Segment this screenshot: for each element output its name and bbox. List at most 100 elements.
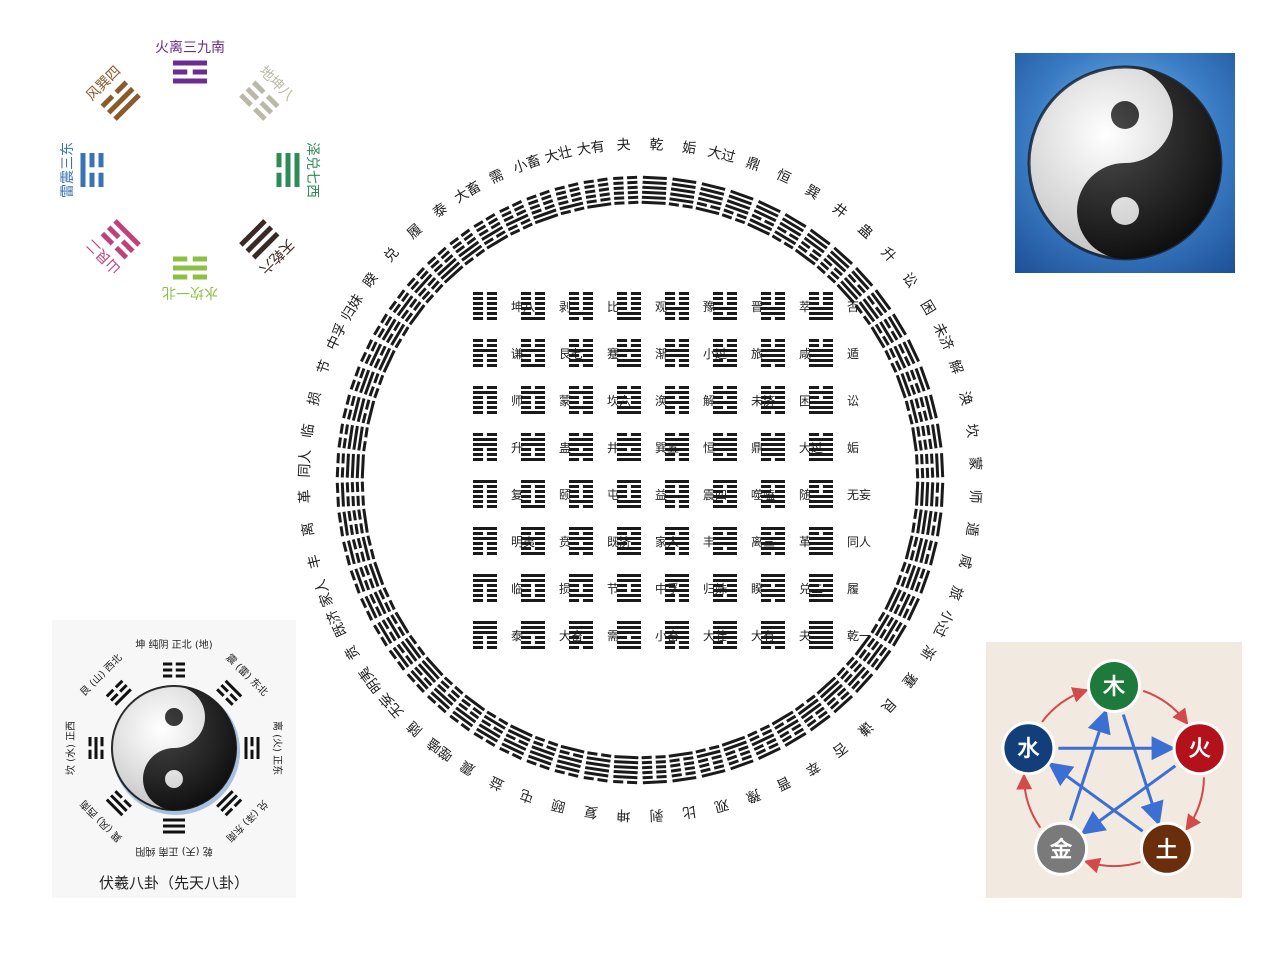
ring-hexagram-yin-line bbox=[849, 659, 859, 670]
grid-hexagram-yang-line bbox=[521, 579, 545, 582]
fuxi-bagua-panel: 乾 (天) 正南 纯阳巽 (风) 西南坎 (水) 正西艮 (山) 西北坤 纯阴 … bbox=[52, 620, 296, 898]
ring-hexagram-yang-line bbox=[394, 611, 410, 634]
grid-hexagram-yang-line bbox=[665, 307, 689, 310]
ring-hexagram-yang-line bbox=[377, 621, 393, 645]
ring-hexagram-yin-line bbox=[463, 232, 474, 242]
grid-hexagram bbox=[521, 292, 545, 320]
grid-hexagram-yang-line bbox=[761, 626, 785, 629]
ring-hexagram-label: 大过 bbox=[706, 144, 737, 166]
ring-hexagram-yin-line bbox=[685, 771, 696, 776]
ring-hexagram-yin-line bbox=[546, 745, 557, 752]
fuxi-trigram bbox=[105, 679, 132, 706]
grid-hexagram-yin-line bbox=[726, 339, 737, 342]
ring-hexagram-yang-line bbox=[347, 424, 354, 450]
ring-hexagram-label: 复 bbox=[583, 802, 599, 821]
ring-hexagram bbox=[349, 366, 385, 399]
grid-hexagram-yin-line bbox=[473, 364, 484, 367]
ring-hexagram-yang-line bbox=[699, 191, 724, 201]
grid-hexagram-yin-line bbox=[582, 297, 593, 300]
grid-hexagram bbox=[521, 574, 545, 602]
ring-hexagram-yang-line bbox=[833, 694, 854, 714]
ring-hexagram-yin-line bbox=[927, 540, 933, 551]
ring-hexagram-yin-line bbox=[516, 209, 527, 217]
ring-hexagram-yang-line bbox=[816, 676, 837, 695]
ring-hexagram-yin-line bbox=[808, 253, 819, 262]
ring-hexagram-yin-line bbox=[921, 425, 926, 437]
element-node bbox=[1142, 824, 1191, 873]
ring-hexagram-yin-line bbox=[598, 187, 610, 192]
grid-hexagram-yin-line bbox=[534, 433, 545, 436]
ring-hexagram-yin-line bbox=[473, 732, 484, 740]
ring-hexagram-label: 节 bbox=[315, 358, 335, 377]
ring-hexagram-yin-line bbox=[919, 568, 926, 579]
fuxi-trigram-label: 震 (雷) 东北 bbox=[223, 651, 270, 698]
compass-trigram: 火离三九南 bbox=[155, 39, 225, 84]
ring-hexagram-yin-line bbox=[366, 535, 372, 546]
grid-hexagram-yin-line bbox=[774, 411, 785, 414]
grid-hexagram-yin-line bbox=[473, 532, 484, 535]
grid-hexagram-yang-line bbox=[617, 574, 641, 577]
grid-hexagram-label: 井 bbox=[607, 441, 619, 455]
grid-hexagram-yin-line bbox=[521, 448, 532, 451]
grid-hexagram-yang-line bbox=[761, 500, 785, 503]
grid-hexagram bbox=[617, 527, 641, 555]
ring-hexagram-yang-line bbox=[887, 315, 903, 339]
grid-hexagram-yang-line bbox=[473, 349, 497, 352]
ring-hexagram-yin-line bbox=[749, 734, 760, 742]
ring-hexagram-yin-line bbox=[440, 250, 451, 260]
ring-hexagram-yang-line bbox=[776, 719, 799, 735]
ring-hexagram-yin-line bbox=[493, 726, 504, 735]
grid-hexagram-yin-line bbox=[569, 364, 580, 367]
compass-trigram-yin-line bbox=[114, 245, 129, 260]
ring-hexagram-yin-line bbox=[922, 410, 929, 421]
grid-hexagram bbox=[665, 527, 689, 555]
ring-hexagram-yin-line bbox=[734, 217, 746, 225]
grid-hexagram-yang-line bbox=[713, 537, 737, 540]
grid-hexagram-yin-line bbox=[582, 458, 593, 461]
grid-hexagram-label: 离三 bbox=[751, 534, 775, 549]
grid-hexagram-label: 小畜 bbox=[655, 628, 679, 643]
grid-hexagram-yin-line bbox=[486, 599, 497, 602]
ring-hexagram-yin-line bbox=[396, 660, 406, 671]
grid-hexagram-yin-line bbox=[473, 396, 484, 399]
ring-hexagram-yin-line bbox=[356, 495, 360, 506]
ring-hexagram-yin-line bbox=[437, 704, 447, 714]
ring-hexagram-yang-line bbox=[757, 200, 781, 214]
compass-trigram-yang-line bbox=[294, 153, 300, 187]
grid-hexagram-yin-line bbox=[822, 386, 833, 389]
ring-hexagram-yang-line bbox=[362, 508, 369, 533]
ring-hexagram-yin-line bbox=[359, 367, 366, 379]
ring-hexagram-yin-line bbox=[627, 190, 638, 195]
ring-hexagram-yang-line bbox=[926, 510, 933, 536]
grid-hexagram-yang-line bbox=[809, 406, 833, 409]
grid-hexagram-yin-line bbox=[774, 302, 785, 305]
ring-hexagram bbox=[335, 453, 365, 479]
grid-hexagram-yin-line bbox=[486, 406, 497, 409]
grid-hexagram-yin-line bbox=[809, 297, 820, 300]
grid-hexagram-yang-line bbox=[761, 527, 785, 530]
ring-hexagram-yang-line bbox=[464, 694, 486, 712]
ring-hexagram-yin-line bbox=[627, 180, 638, 185]
grid-hexagram-label: 既济 bbox=[607, 534, 631, 549]
grid-hexagram-yang-line bbox=[617, 579, 641, 582]
compass-trigram-yang-line bbox=[239, 219, 267, 247]
ring-hexagram-yang-line bbox=[430, 691, 451, 710]
ring-hexagram-yin-line bbox=[840, 670, 850, 680]
ring-hexagram-yin-line bbox=[914, 581, 921, 593]
ring-hexagram-yang-line bbox=[642, 780, 667, 785]
ring-hexagram-label: 咸 bbox=[955, 553, 974, 570]
ring-hexagram-label: 大畜 bbox=[452, 179, 484, 207]
grid-hexagram-yin-line bbox=[569, 317, 580, 320]
ring-hexagram-label: 睽 bbox=[360, 270, 381, 291]
compass-trigram: 风巽四 bbox=[83, 63, 141, 121]
compass-trigram-label: 风巽四 bbox=[83, 63, 124, 104]
ring-hexagram-yin-line bbox=[469, 710, 480, 720]
grid-hexagram bbox=[569, 574, 593, 602]
ring-hexagram-yin-line bbox=[547, 740, 559, 747]
ring-hexagram-yin-line bbox=[556, 195, 568, 201]
grid-hexagram-yang-line bbox=[521, 480, 545, 483]
ring-hexagram-yin-line bbox=[904, 400, 911, 412]
ring-hexagram-label: 需 bbox=[487, 167, 506, 187]
ring-hexagram-yin-line bbox=[426, 694, 437, 704]
grid-hexagram-yin-line bbox=[665, 453, 676, 456]
